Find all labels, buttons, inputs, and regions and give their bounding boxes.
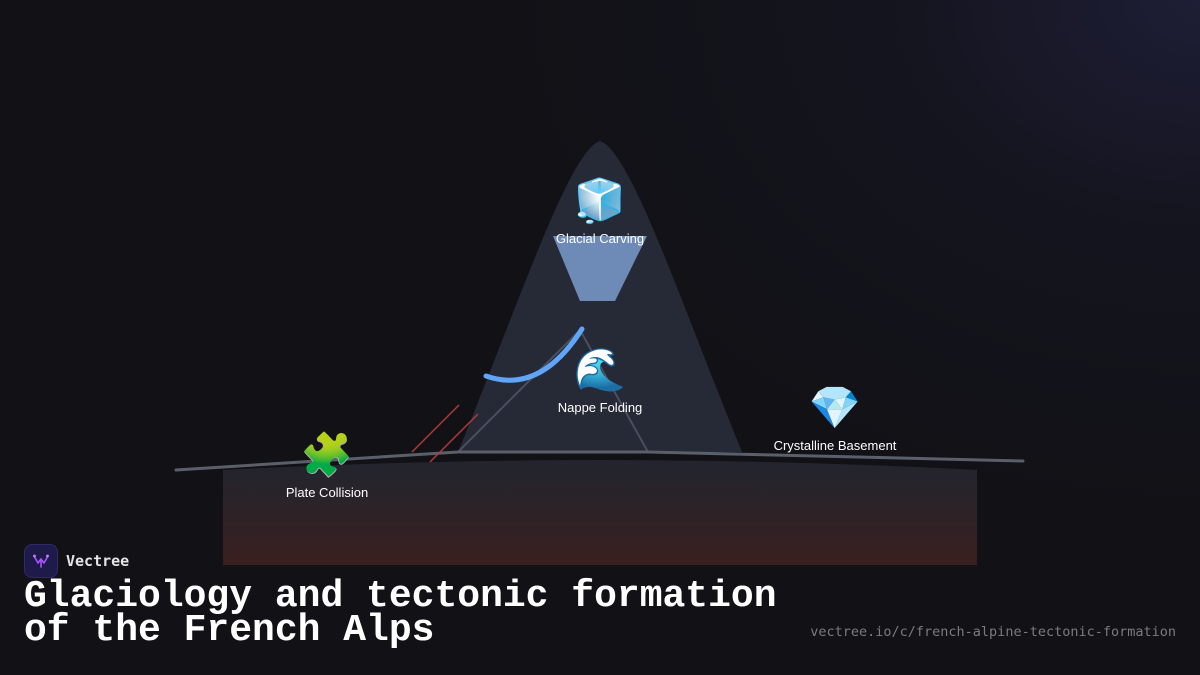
fault-line: [429, 413, 479, 463]
water-wave-icon: 🌊: [573, 348, 627, 394]
gem-stone-icon: 💎: [808, 386, 862, 432]
node-plate-collision: 🧩 Plate Collision: [227, 431, 427, 500]
fault-line: [411, 404, 460, 453]
brand-name: Vectree: [66, 552, 130, 570]
ice-cube-icon: 🧊: [573, 179, 627, 225]
vectree-logo-icon: [24, 544, 58, 578]
glacier-ice: [553, 236, 647, 301]
node-label: Plate Collision: [285, 485, 369, 500]
node-glacial-carving: 🧊 Glacial Carving: [500, 177, 700, 246]
node-crystalline-basement: 💎 Crystalline Basement: [735, 384, 935, 453]
brand[interactable]: Vectree: [24, 544, 129, 578]
page-title: Glaciology and tectonic formation of the…: [24, 575, 777, 652]
ground-surface-line: [174, 450, 1025, 472]
nappe-fold-arc: [483, 326, 585, 383]
lower-crust-layer: [223, 460, 977, 565]
puzzle-piece-icon: 🧩: [300, 433, 354, 479]
nappe-fold-line: [457, 328, 649, 453]
node-label: Nappe Folding: [557, 400, 643, 415]
node-nappe-folding: 🌊 Nappe Folding: [500, 346, 700, 415]
source-url[interactable]: vectree.io/c/french-alpine-tectonic-form…: [810, 624, 1176, 640]
node-label: Crystalline Basement: [773, 438, 897, 453]
node-label: Glacial Carving: [555, 231, 645, 246]
